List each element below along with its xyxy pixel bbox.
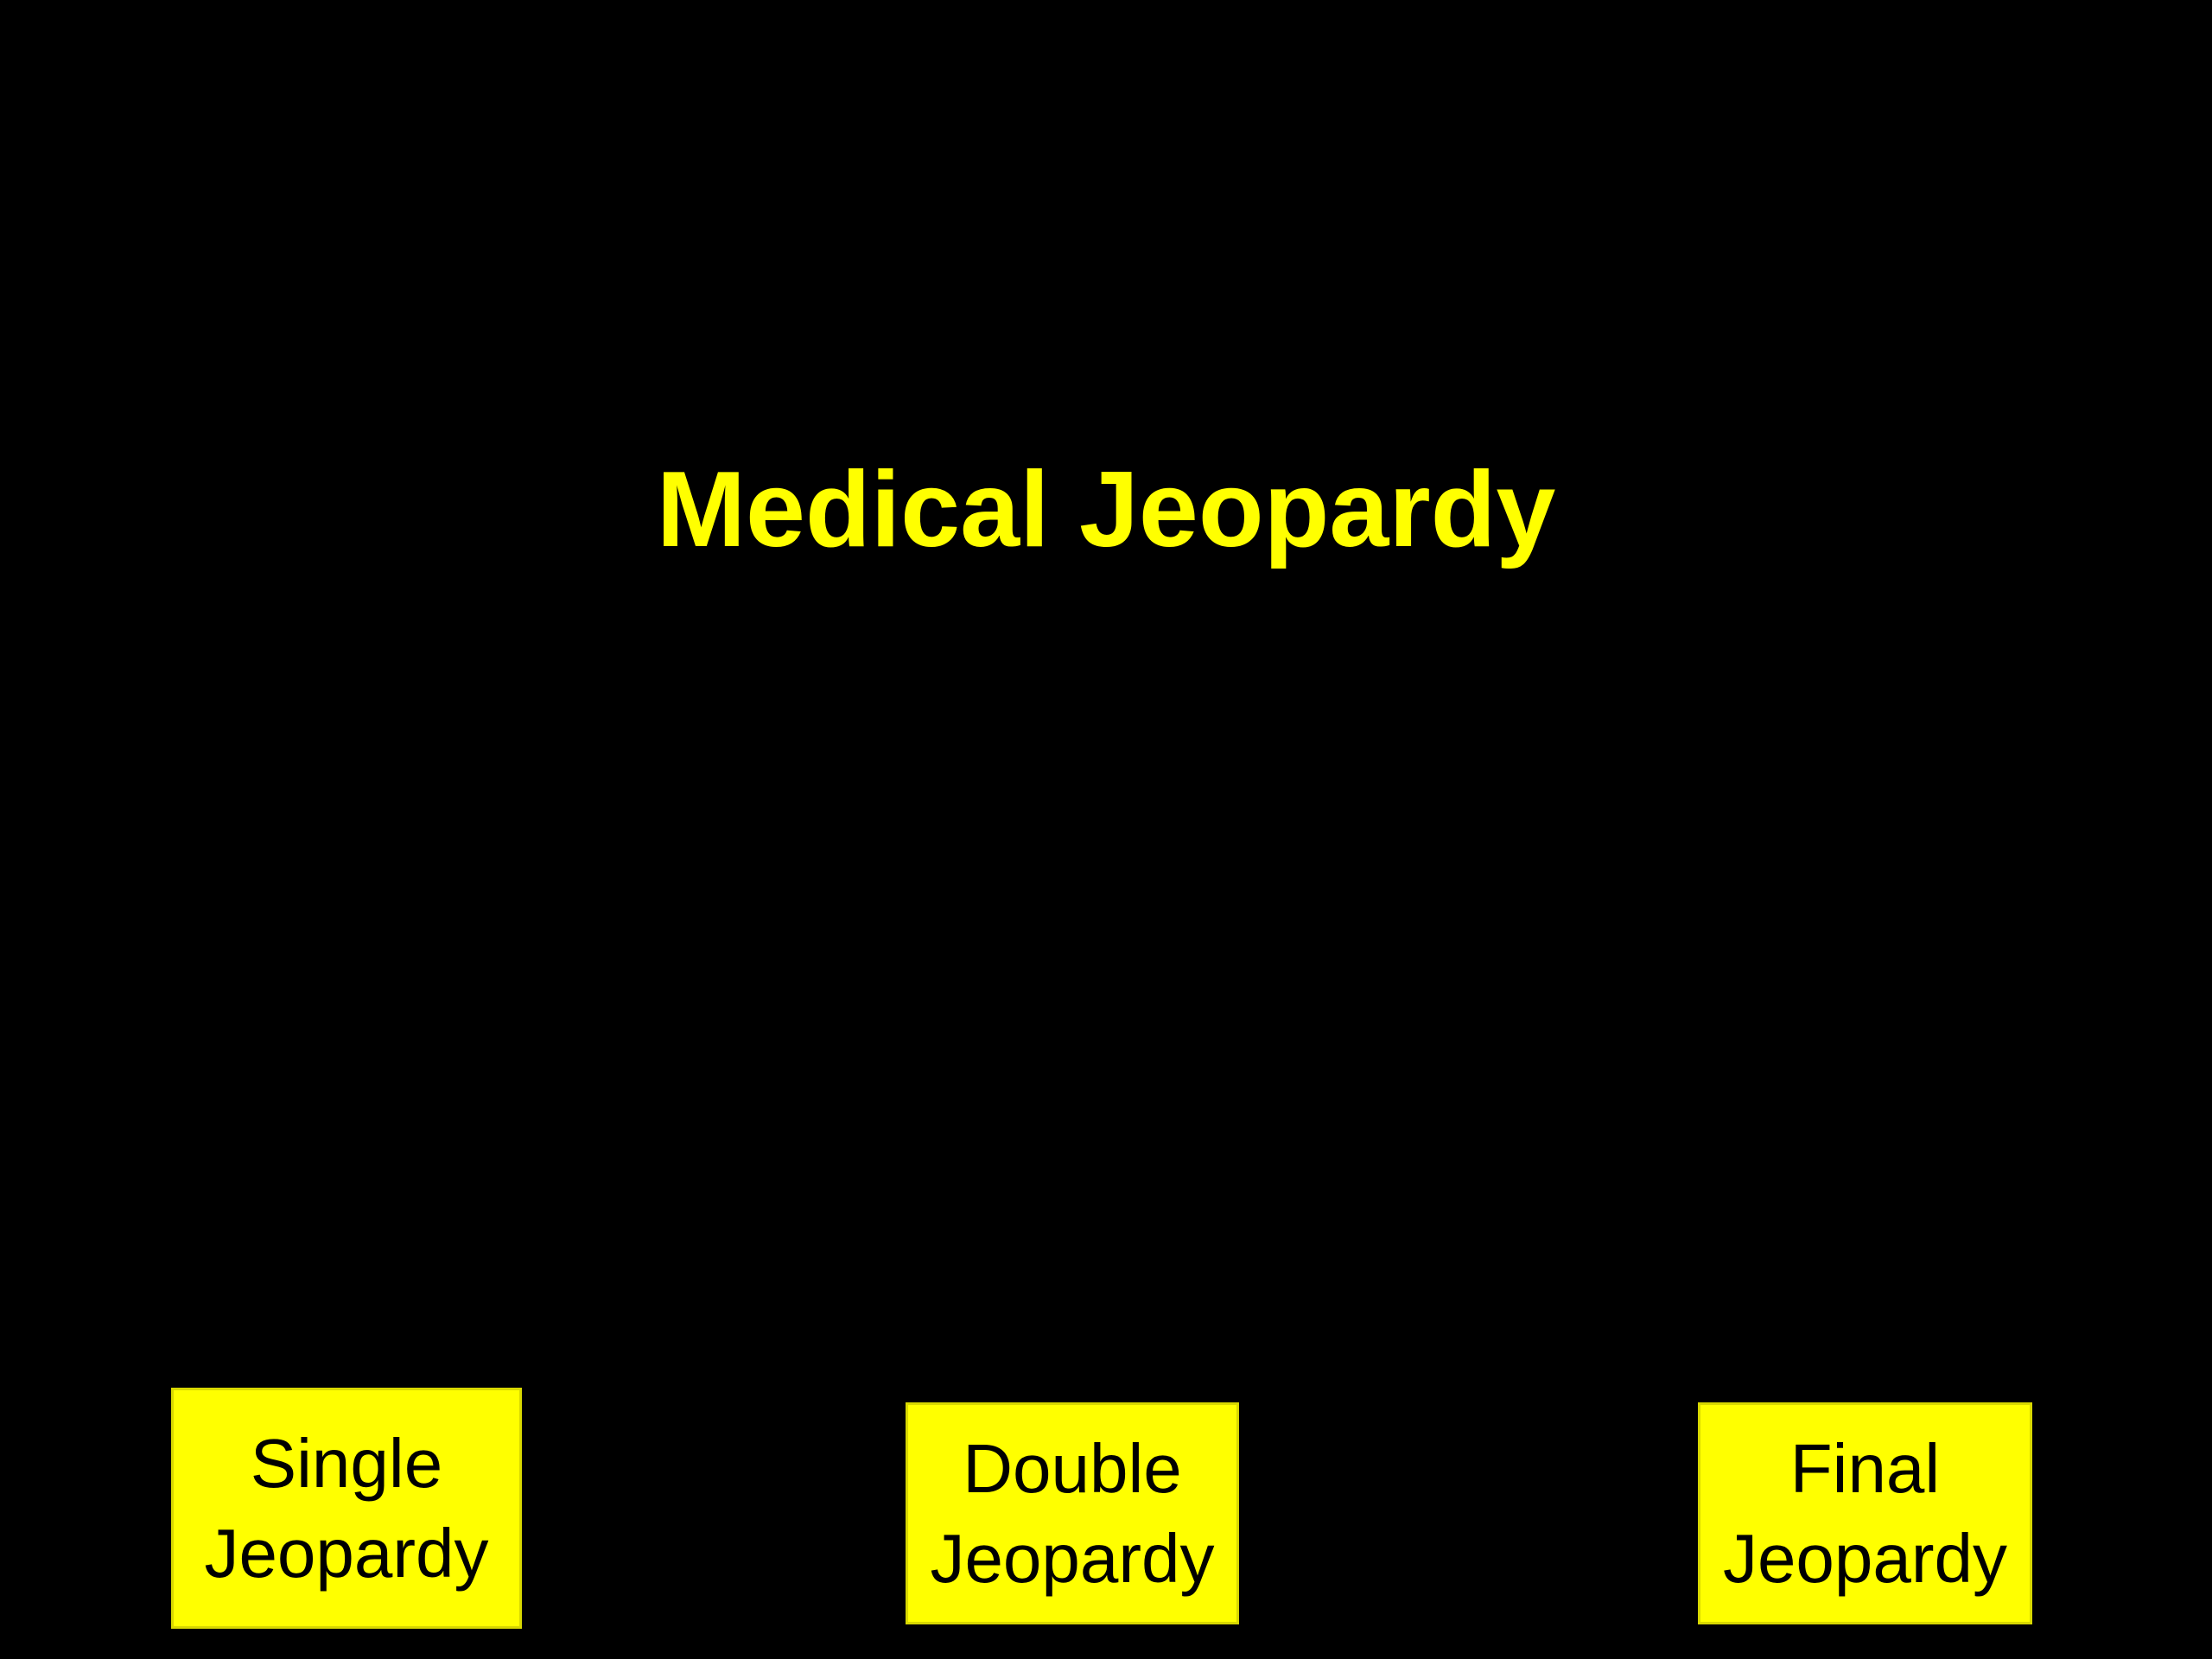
single-jeopardy-label-line2: Jeopardy	[204, 1514, 489, 1592]
final-jeopardy-label-line1: Final	[1789, 1429, 1941, 1507]
game-title: Medical Jeopardy	[656, 450, 1556, 569]
single-jeopardy-button[interactable]: Single Jeopardy	[171, 1388, 522, 1629]
double-jeopardy-label-line2: Jeopardy	[930, 1519, 1215, 1597]
single-jeopardy-label-line1: Single	[250, 1424, 443, 1502]
final-jeopardy-button[interactable]: Final Jeopardy	[1698, 1402, 2032, 1624]
double-jeopardy-button[interactable]: Double Jeopardy	[906, 1402, 1239, 1624]
final-jeopardy-label-line2: Jeopardy	[1722, 1519, 2008, 1597]
double-jeopardy-label-line1: Double	[963, 1429, 1182, 1507]
